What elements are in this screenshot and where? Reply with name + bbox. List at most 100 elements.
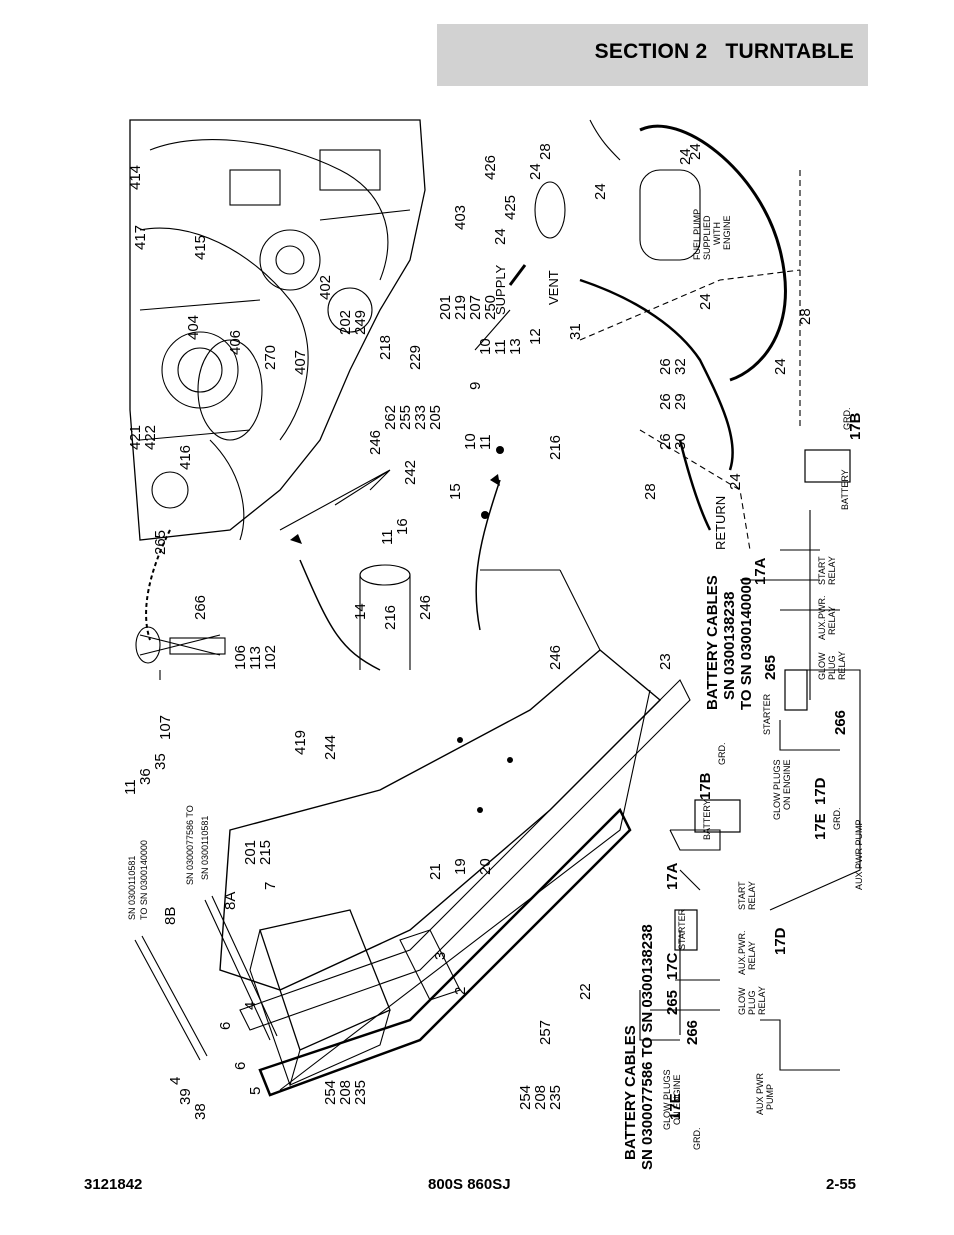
callout-8A: 8A <box>222 892 239 910</box>
schematic-left-17D: 17D <box>772 927 789 955</box>
schematic-right-grd-2: GRD. <box>832 808 842 831</box>
schematic-left-glow-relay-3: RELAY <box>757 986 767 1015</box>
schematic-left-grd-2: GRD. <box>692 1128 702 1151</box>
callout-24-e: 24 <box>727 473 744 490</box>
callout-254-a: 254 <box>322 1080 339 1105</box>
schematic-right-title-2: SN 0300138238 <box>721 592 738 700</box>
schematic-left-title-2: SN 0300077586 TO SN 0300138238 <box>639 924 656 1170</box>
callout-426: 426 <box>482 155 499 180</box>
schematic-left-start-relay-1: START <box>737 881 747 910</box>
callout-38: 38 <box>192 1103 209 1120</box>
callout-11-a: 11 <box>122 779 139 795</box>
callout-12: 12 <box>527 328 544 345</box>
callout-9: 9 <box>467 382 484 390</box>
callout-6-a: 6 <box>217 1022 234 1030</box>
schematic-left-17E: 17E <box>667 1093 684 1120</box>
return-label: RETURN <box>713 496 728 550</box>
schematic-left-aux-relay-2: RELAY <box>747 941 757 970</box>
callout-2: 2 <box>452 987 469 995</box>
schematic-left-glow-relay-1: GLOW <box>737 987 747 1015</box>
callout-11-d: 11 <box>477 434 494 450</box>
callout-422: 422 <box>142 425 159 450</box>
callout-229: 229 <box>407 345 424 370</box>
callout-257: 257 <box>537 1020 554 1045</box>
callout-19: 19 <box>452 858 469 875</box>
callout-11-c: 11 <box>492 339 509 355</box>
callout-28-top: 28 <box>537 143 554 160</box>
schematic-right-aux-relay-1: AUX.PWR. <box>817 595 827 640</box>
fuel-pump-note-2: SUPPLIED <box>702 215 712 260</box>
callout-216-b: 216 <box>547 435 564 460</box>
callout-235-b: 235 <box>547 1085 564 1110</box>
schematic-right-title-3: TO SN 0300140000 <box>738 577 755 710</box>
callout-254-b: 254 <box>517 1085 534 1110</box>
schematic-right-starter: STARTER <box>762 693 772 735</box>
schematic-right-266: 266 <box>832 710 849 735</box>
callout-208-b: 208 <box>532 1085 549 1110</box>
fuel-pump-note-1: FUEL PUMP <box>692 209 702 260</box>
callout-266-top: 266 <box>192 595 209 620</box>
callout-20: 20 <box>477 858 494 875</box>
callout-219: 219 <box>452 295 469 320</box>
callout-13: 13 <box>507 338 524 355</box>
schematic-right-glow-plugs-2: ON ENGINE <box>782 759 792 810</box>
schematic-right-title-1: BATTERY CABLES <box>704 575 721 710</box>
schematic-right-glow-relay-2: PLUG <box>827 655 837 680</box>
callout-270: 270 <box>262 345 279 370</box>
callout-24-g: 24 <box>772 358 789 375</box>
callout-24-d: 24 <box>492 228 509 245</box>
callout-36: 36 <box>137 768 154 785</box>
callout-249: 249 <box>352 310 369 335</box>
callout-414: 414 <box>127 165 144 190</box>
schematic-left-17A: 17A <box>664 862 681 890</box>
callout-107: 107 <box>157 715 174 740</box>
callout-21: 21 <box>427 863 444 880</box>
callout-235-a: 235 <box>352 1080 369 1105</box>
callout-29: 29 <box>672 393 689 410</box>
schematic-left-glow-relay-2: PLUG <box>747 990 757 1015</box>
callout-10-b: 10 <box>462 433 479 450</box>
callout-406: 406 <box>227 330 244 355</box>
callout-255: 255 <box>397 405 414 430</box>
schematic-right-glow-relay-1: GLOW <box>817 652 827 680</box>
callout-5: 5 <box>247 1087 264 1095</box>
callout-32: 32 <box>672 358 689 375</box>
parts-drawing: 414 417 415 404 406 421 422 416 270 402 … <box>80 110 870 1170</box>
callout-402: 402 <box>317 275 334 300</box>
callout-26-b: 26 <box>657 393 674 410</box>
sn-range-note-a1: SN 0300110581 <box>127 856 137 920</box>
callout-407: 407 <box>292 350 309 375</box>
vent-label: VENT <box>546 270 561 305</box>
callout-24-a: 24 <box>527 163 544 180</box>
callout-102: 102 <box>262 645 279 670</box>
callout-7: 7 <box>262 882 279 890</box>
callout-28-right: 28 <box>797 308 814 325</box>
supply-label: SUPPLY <box>493 264 508 315</box>
callout-404: 404 <box>185 315 202 340</box>
schematic-right-17E: 17E <box>812 813 829 840</box>
callout-35: 35 <box>152 753 169 770</box>
schematic-right-17A: 17A <box>752 557 769 585</box>
schematic-left-pump-1: AUX PWR <box>755 1072 765 1115</box>
schematic-right-battery: BATTERY <box>840 469 850 510</box>
schematic-left-pump-2: PUMP <box>765 1084 775 1110</box>
schematic-left-battery: BATTERY <box>702 799 712 840</box>
callout-246-b: 246 <box>367 430 384 455</box>
callout-417: 417 <box>132 225 149 250</box>
callout-26-a: 26 <box>657 358 674 375</box>
callout-24-f: 24 <box>697 293 714 310</box>
callout-233: 233 <box>412 405 429 430</box>
callout-6-b: 6 <box>232 1062 249 1070</box>
callout-262: 262 <box>382 405 399 430</box>
callout-421: 421 <box>127 425 144 450</box>
callout-30: 30 <box>672 433 689 450</box>
schematic-left-17B: 17B <box>697 772 714 800</box>
callout-4-a: 4 <box>242 1002 259 1010</box>
callout-26-c: 26 <box>657 433 674 450</box>
callout-250: 250 <box>482 295 499 320</box>
schematic-right-glow-relay-3: RELAY <box>837 651 847 680</box>
battery-cable-schematic-right: BATTERY CABLES SN 0300138238 TO SN 03001… <box>704 408 864 891</box>
schematic-left-266: 266 <box>684 1020 701 1045</box>
schematic-right-start-relay-2: RELAY <box>827 556 837 585</box>
callout-208-a: 208 <box>337 1080 354 1105</box>
